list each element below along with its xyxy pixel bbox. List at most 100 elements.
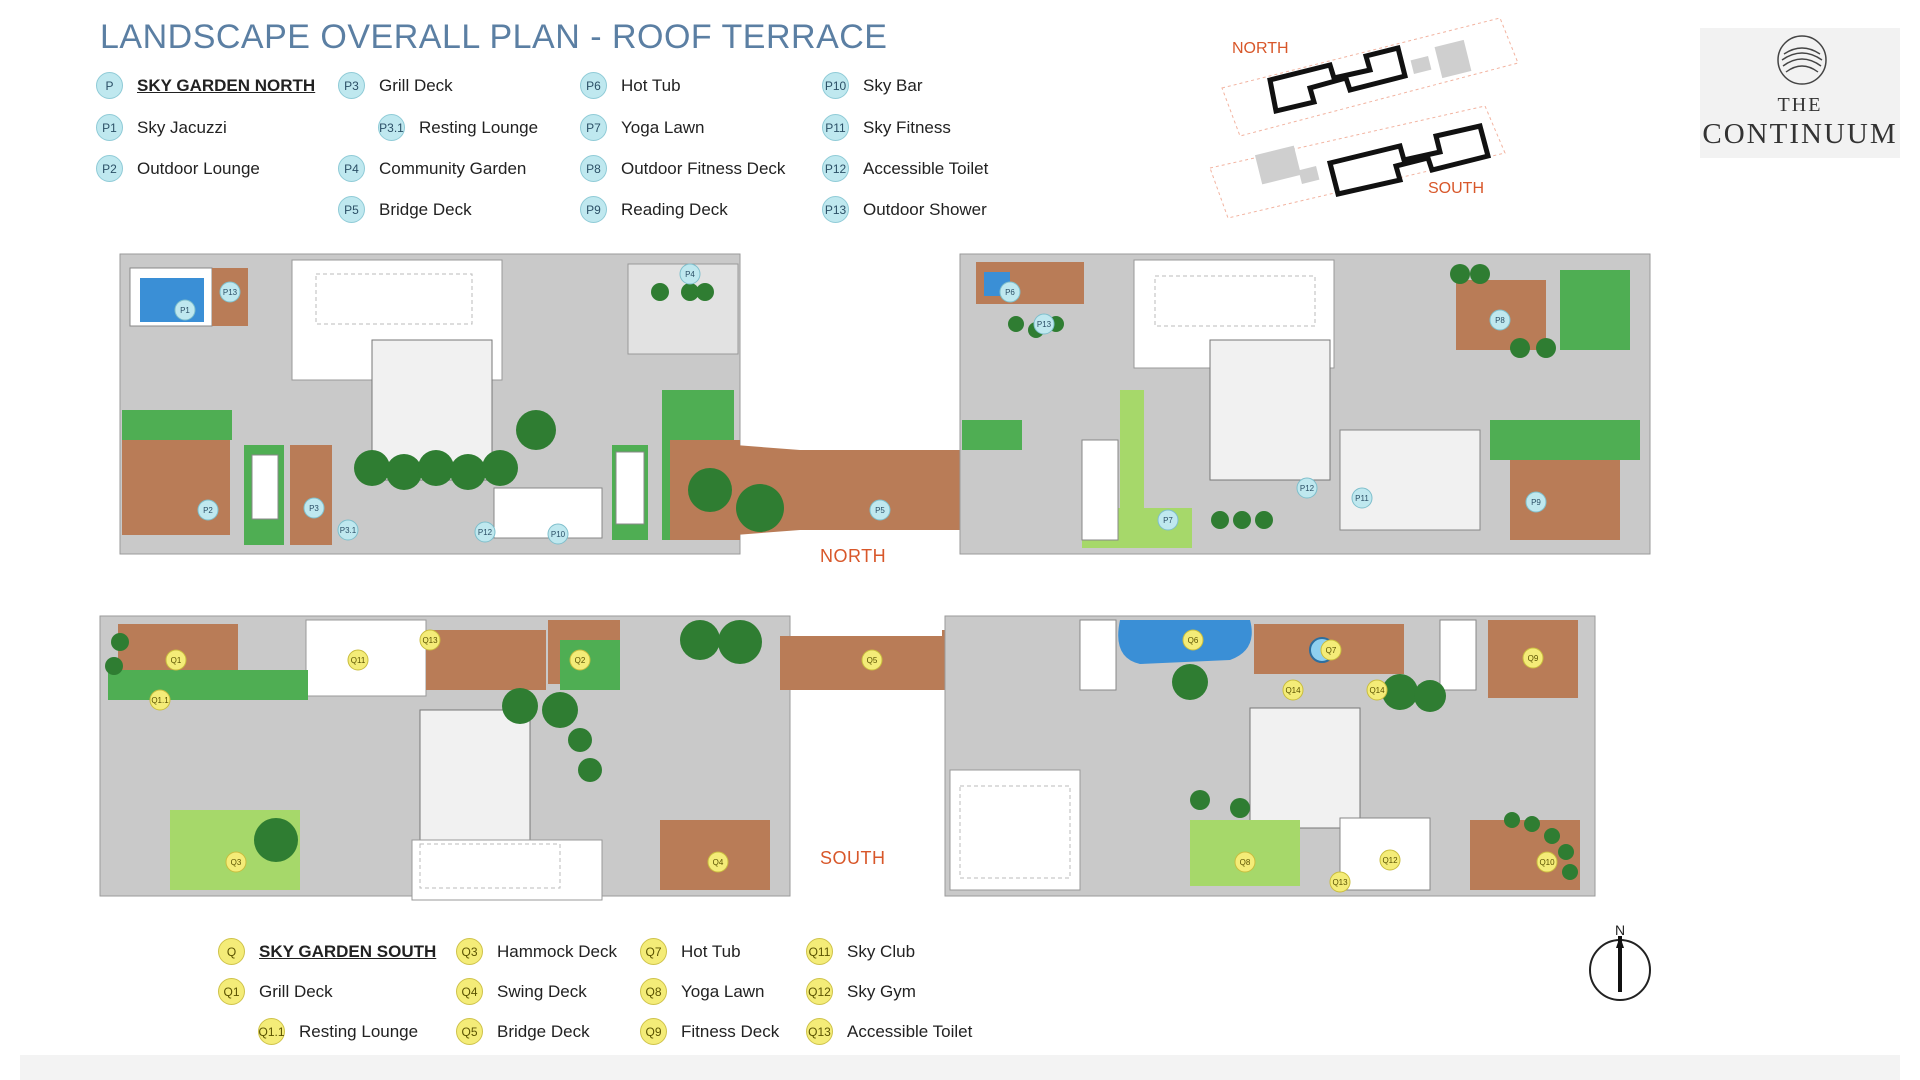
north-neighbour-block — [1434, 39, 1472, 79]
deck-area — [426, 630, 546, 690]
south-plan-marker: Q10 — [1536, 851, 1558, 873]
north-plan-marker-label: P2 — [203, 506, 213, 515]
planting-area — [560, 640, 620, 690]
south-legend-badge: Q11 — [806, 938, 833, 965]
north-plan-marker: P7 — [1157, 509, 1179, 531]
south-plan-marker-label: Q12 — [1382, 856, 1398, 865]
south-legend-badge: Q9 — [640, 1018, 667, 1045]
north-legend-label: Outdoor Fitness Deck — [621, 158, 786, 178]
south-legend-badge: Q1 — [218, 978, 245, 1005]
north-legend-badge: P2 — [96, 155, 123, 182]
south-legend-badge: Q7 — [640, 938, 667, 965]
north-arrow-icon: N — [1588, 922, 1652, 1002]
south-plan-marker: Q3 — [225, 851, 247, 873]
north-plan-marker: P10 — [547, 523, 569, 545]
continuum-logo-icon — [1777, 35, 1827, 85]
north-plan-marker: P2 — [197, 499, 219, 521]
north-legend-badge: P1 — [96, 114, 123, 141]
north-legend-badge: P6 — [580, 72, 607, 99]
south-east-block — [944, 615, 1596, 897]
north-plan-marker: P1 — [174, 299, 196, 321]
bottom-band — [20, 1055, 1900, 1080]
south-plan-marker-label: Q8 — [1240, 858, 1251, 867]
south-legend-label: Fitness Deck — [681, 1021, 780, 1041]
north-legend-label: Accessible Toilet — [863, 158, 989, 178]
south-plan-marker-label: Q13 — [422, 636, 438, 645]
page-title: LANDSCAPE OVERALL PLAN - ROOF TERRACE — [100, 18, 888, 56]
deck-area — [122, 440, 230, 535]
north-legend-badge: P4 — [338, 155, 365, 182]
south-legend-label: Grill Deck — [259, 981, 333, 1001]
deck-area — [290, 445, 332, 545]
building-core — [949, 769, 1081, 891]
north-plan-marker-label: P13 — [223, 288, 238, 297]
south-plan-marker-label: Q2 — [575, 656, 586, 665]
north-legend-label: Outdoor Shower — [863, 199, 987, 219]
north-legend-label: Resting Lounge — [419, 117, 539, 137]
south-legend-badge: Q12 — [806, 978, 833, 1005]
north-plan-marker-label: P8 — [1495, 316, 1505, 325]
south-legend-label: Resting Lounge — [299, 1021, 419, 1041]
compass-label: N — [1614, 922, 1626, 938]
south-legend-label: Sky Gym — [847, 981, 916, 1001]
south-west-block — [99, 615, 791, 901]
north-plan-marker-label: P12 — [1300, 484, 1315, 493]
south-legend-item: Q1 Grill Deck — [218, 978, 333, 1005]
planting-area — [1560, 270, 1630, 350]
north-legend-label: Community Garden — [379, 158, 527, 178]
south-zone-label: SOUTH — [820, 848, 886, 868]
bench — [1439, 619, 1477, 691]
north-legend-badge: P10 — [822, 72, 849, 99]
south-legend-badge: Q — [218, 938, 245, 965]
north-plan-marker: P11 — [1351, 487, 1373, 509]
south-plan-marker-label: Q10 — [1539, 858, 1555, 867]
skylight-grid — [959, 785, 1071, 879]
south-neighbour-block — [1254, 145, 1302, 185]
south-legend-label: Sky Club — [847, 941, 916, 961]
building-core — [1249, 707, 1361, 829]
south-plan-marker-label: Q11 — [351, 656, 366, 665]
south-plan-marker-label: Q7 — [1326, 646, 1337, 655]
north-plan-marker: P8 — [1489, 309, 1511, 331]
south-legend-badge: Q8 — [640, 978, 667, 1005]
south-legend-label: Bridge Deck — [497, 1021, 590, 1041]
sky-fitness-room — [1339, 429, 1481, 531]
south-legend-item: Q9 Fitness Deck — [640, 1018, 779, 1045]
north-plan-marker-label: P10 — [551, 530, 566, 539]
south-legend-item: Q11 Sky Club — [806, 938, 915, 965]
south-plan-marker: Q14 — [1282, 679, 1304, 701]
south-legend-label: Hot Tub — [681, 941, 741, 961]
north-legend-item: P10 Sky Bar — [822, 72, 923, 99]
south-plan-marker: Q7 — [1320, 639, 1342, 661]
logo-the-text: THE — [1777, 94, 1823, 116]
south-site-boundary — [1209, 105, 1506, 219]
north-plan-marker-label: P7 — [1163, 516, 1173, 525]
north-plan-marker-label: P9 — [1531, 498, 1541, 507]
north-east-block — [959, 253, 1651, 555]
skylight-grid — [1154, 275, 1316, 327]
planting-area — [1490, 420, 1640, 460]
north-legend-label: Sky Bar — [863, 75, 923, 95]
north-plan-marker: P13 — [219, 281, 241, 303]
skylight-grid — [419, 843, 561, 889]
south-plan-marker-label: Q4 — [713, 858, 724, 867]
south-plan-marker: Q1 — [165, 649, 187, 671]
south-legend-item: Q12 Sky Gym — [806, 978, 916, 1005]
bench — [1081, 439, 1119, 541]
key-map-north-label: NORTH — [1232, 40, 1289, 57]
logo-name-text: CONTINUUM — [1702, 118, 1898, 150]
south-legend-badge: Q5 — [456, 1018, 483, 1045]
north-legend-badge: P3 — [338, 72, 365, 99]
tree — [688, 468, 732, 512]
